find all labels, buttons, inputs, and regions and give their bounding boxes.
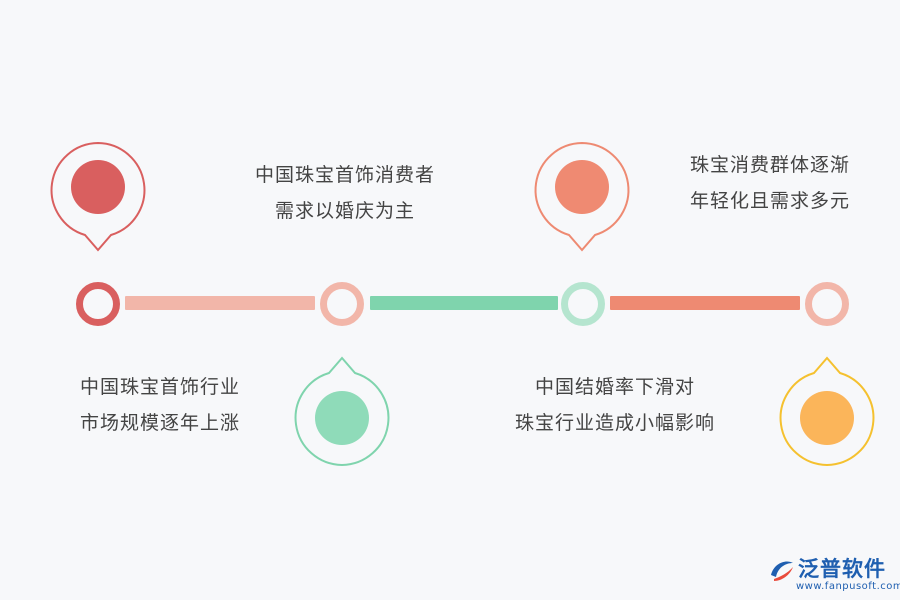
milestone-text-3: 中国结婚率下滑对 珠宝行业造成小幅影响 [495, 369, 735, 441]
milestone-text-2: 中国珠宝首饰消费者 需求以婚庆为主 [235, 157, 455, 229]
milestone-text-1: 中国珠宝首饰行业 市场规模逐年上涨 [60, 369, 260, 441]
milestone-4-line2: 年轻化且需求多元 [689, 190, 850, 212]
milestone-3-line1: 中国结婚率下滑对 [534, 376, 695, 398]
timeline-node-1 [76, 282, 120, 326]
milestone-3-line2: 珠宝行业造成小幅影响 [514, 412, 715, 434]
timeline-node-3 [561, 282, 605, 326]
pin-marker-2 [292, 353, 392, 467]
pin-marker-1 [48, 140, 148, 252]
milestone-2-line1: 中国珠宝首饰消费者 [254, 164, 435, 186]
timeline-node-2 [320, 282, 364, 326]
milestone-1-line2: 市场规模逐年上涨 [79, 412, 240, 434]
timeline-bar-1 [125, 296, 315, 310]
pin-marker-3 [532, 140, 632, 252]
milestone-1-line1: 中国珠宝首饰行业 [79, 376, 240, 398]
milestone-2-line2: 需求以婚庆为主 [274, 200, 415, 222]
timeline-bar-3 [610, 296, 800, 310]
milestone-4-line1: 珠宝消费群体逐渐 [689, 154, 850, 176]
timeline-node-4 [805, 282, 849, 326]
brand-logo: 泛普软件 www.fanpusoft.com [768, 553, 900, 595]
timeline-bar-2 [370, 296, 558, 310]
brand-url: www.fanpusoft.com [796, 581, 900, 592]
brand-mark-icon [771, 561, 793, 581]
milestone-text-4: 珠宝消费群体逐渐 年轻化且需求多元 [670, 147, 870, 219]
pin-marker-4 [777, 353, 877, 467]
brand-name: 泛普软件 [798, 557, 886, 581]
